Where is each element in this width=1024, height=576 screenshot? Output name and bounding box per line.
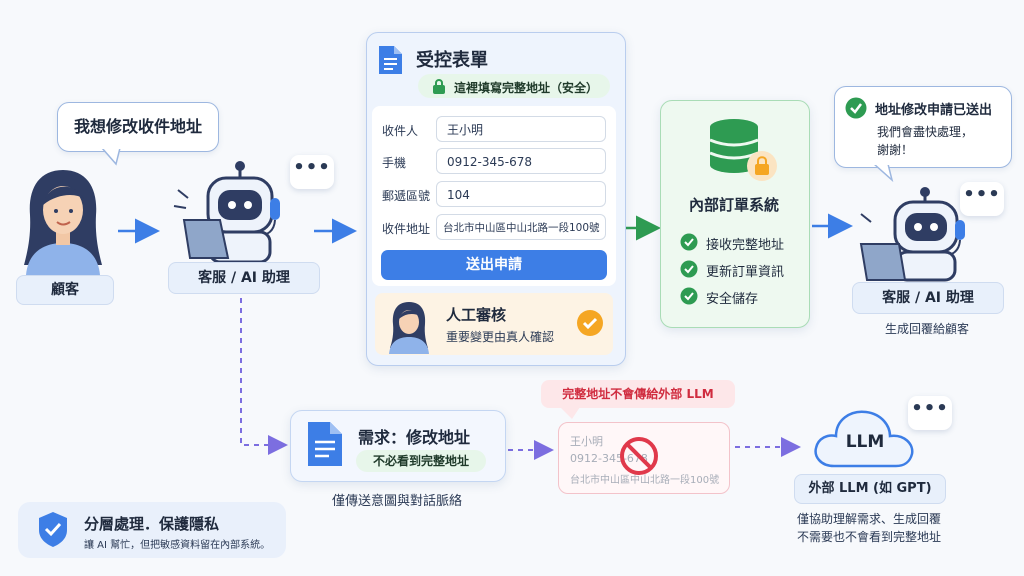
customer-speech-text: 我想修改收件地址 xyxy=(73,117,202,136)
llm-cloud-icon xyxy=(814,410,914,468)
arrow-agent-to-request xyxy=(240,298,288,455)
field-input-recipient[interactable]: 王小明 xyxy=(436,116,606,142)
privacy-title: 分層處理．保護隱私 xyxy=(84,515,220,533)
customer-avatar-icon xyxy=(24,170,102,275)
agent-right-speech-body-1: 我們會盡快處理， xyxy=(877,125,974,139)
request-document-icon xyxy=(308,422,342,466)
system-item-1: 接收完整地址 xyxy=(706,238,785,253)
system-check-icon-3 xyxy=(680,287,698,305)
review-desc: 重要變更由真人確認 xyxy=(446,330,555,344)
blocked-line-phone: 0912-345-678 xyxy=(570,452,648,465)
agent-left-typing-bubble: ••• xyxy=(290,155,334,189)
warning-tail xyxy=(560,407,580,419)
prohibited-icon xyxy=(620,437,658,475)
review-check-icon xyxy=(577,310,603,336)
customer-bubble-tail xyxy=(100,148,124,166)
field-label-address: 收件地址 xyxy=(382,222,431,236)
agent-right-bubble-tail xyxy=(872,164,896,183)
customer-label: 顧客 xyxy=(16,275,114,305)
llm-cloud-text: LLM xyxy=(845,432,885,452)
document-icon xyxy=(379,46,402,74)
blocked-line-name: 王小明 xyxy=(570,435,603,448)
agent-left-label: 客服 / AI 助理 xyxy=(168,262,320,294)
form-title: 受控表單 xyxy=(416,50,488,71)
agent-right-caption: 生成回覆給顧客 xyxy=(884,322,969,336)
system-title: 內部訂單系統 xyxy=(688,196,779,214)
customer-speech-bubble: 我想修改收件地址 xyxy=(57,102,219,152)
llm-label: 外部 LLM (如 GPT) xyxy=(794,474,946,504)
system-item-2: 更新訂單資訊 xyxy=(706,265,785,280)
system-check-icon-2 xyxy=(680,260,698,278)
shield-check-icon xyxy=(39,512,67,547)
reviewer-avatar-icon xyxy=(389,302,429,354)
request-title: 需求：修改地址 xyxy=(358,428,471,447)
secure-note-chip: 這裡填寫完整地址（安全） xyxy=(418,74,610,98)
llm-typing-bubble: ••• xyxy=(908,396,952,430)
field-label-recipient: 收件人 xyxy=(382,124,419,138)
privacy-desc: 讓 AI 幫忙，但把敏感資料留在內部系統。 xyxy=(84,540,271,551)
request-caption: 僅傳送意圖與對話脈絡 xyxy=(331,494,462,509)
agent-right-robot-icon xyxy=(859,187,965,282)
system-check-icon-1 xyxy=(680,233,698,251)
secure-note-text: 這裡填寫完整地址（安全） xyxy=(454,81,599,95)
agent-left-robot-icon xyxy=(173,161,280,264)
llm-caption-1: 僅協助理解需求、生成回覆 xyxy=(796,512,941,526)
agent-right-speech-title: 地址修改申請已送出 xyxy=(875,103,993,118)
blocked-warning-label: 完整地址不會傳給外部 LLM xyxy=(541,380,735,408)
submit-button[interactable]: 送出申請 xyxy=(381,250,607,280)
system-item-3: 安全儲存 xyxy=(706,292,759,307)
field-input-postcode[interactable]: 104 xyxy=(436,181,606,207)
request-chip: 不必看到完整地址 xyxy=(356,450,486,472)
lock-icon xyxy=(433,79,445,94)
field-input-address[interactable]: 台北市中山區中山北路一段100號 xyxy=(436,214,606,240)
agent-right-label: 客服 / AI 助理 xyxy=(852,282,1004,314)
blocked-line-address: 台北市中山區中山北路一段100號 xyxy=(570,475,720,486)
blocked-data-card xyxy=(558,422,730,494)
sent-check-icon xyxy=(845,97,867,119)
field-label-phone: 手機 xyxy=(382,156,407,170)
review-title: 人工審核 xyxy=(446,306,507,324)
agent-right-typing-bubble: ••• xyxy=(960,182,1004,216)
llm-caption-2: 不需要也不會看到完整地址 xyxy=(796,530,941,544)
field-label-postcode: 郵遞區號 xyxy=(382,189,431,203)
field-input-phone[interactable]: 0912-345-678 xyxy=(436,148,606,174)
agent-right-speech-bubble: 地址修改申請已送出 我們會盡快處理， 謝謝！ xyxy=(834,86,1012,168)
agent-right-speech-body-2: 謝謝！ xyxy=(877,143,914,157)
database-lock-icon xyxy=(709,119,777,181)
